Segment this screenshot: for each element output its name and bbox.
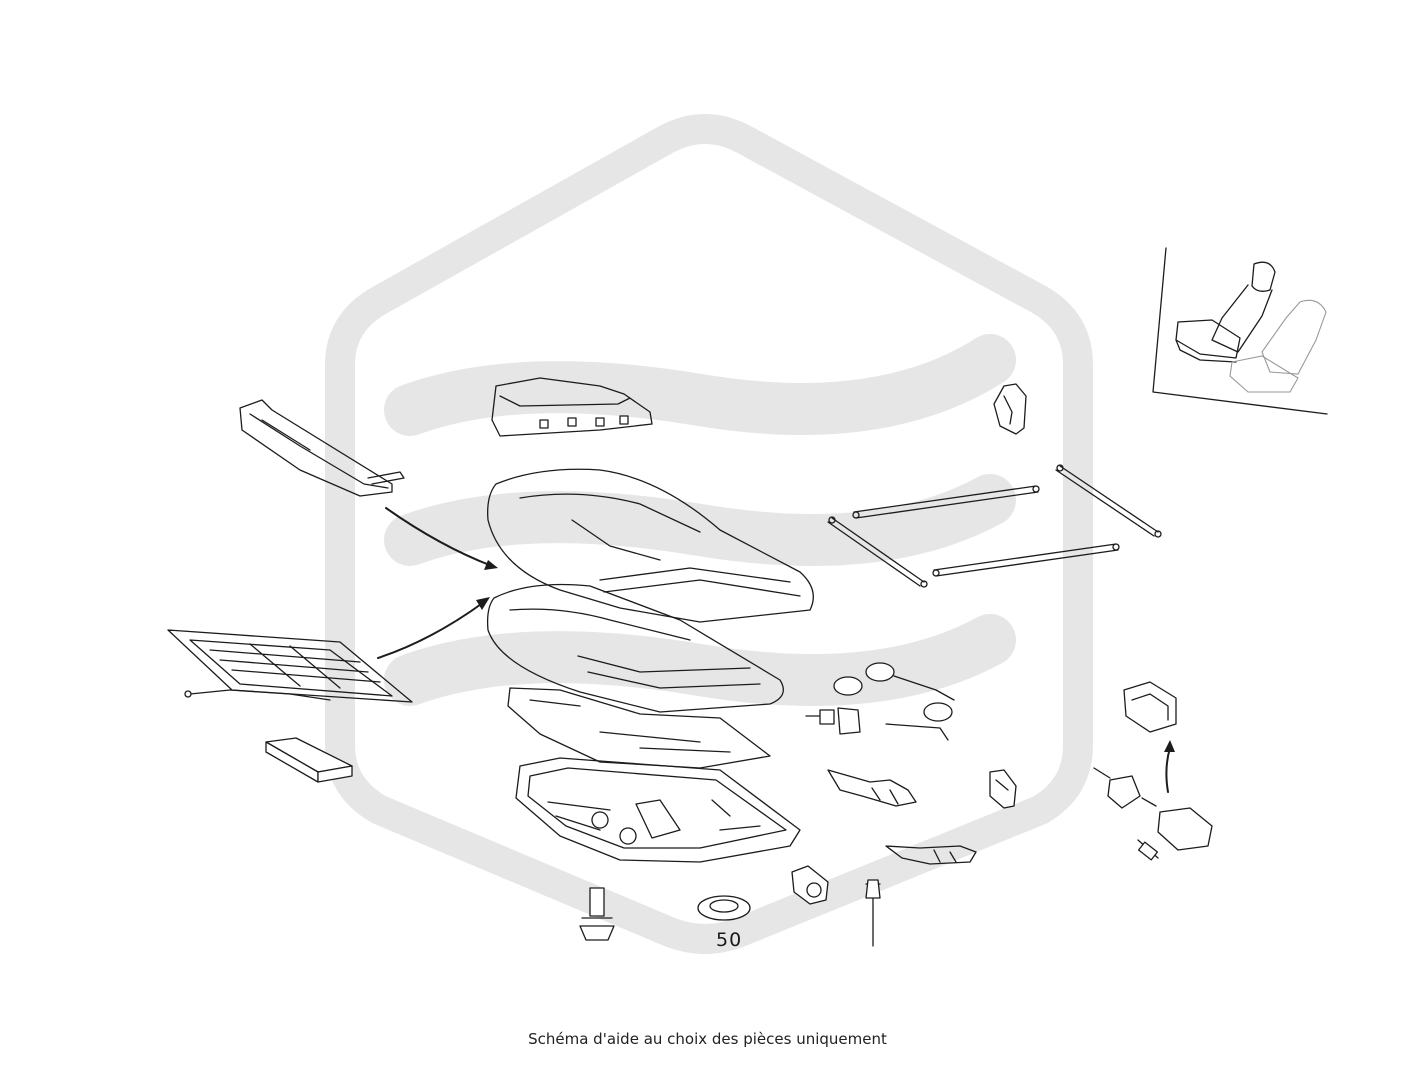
seat-pan-frame-part (515, 757, 801, 863)
grommet-part (697, 895, 751, 921)
cap-part (791, 865, 829, 905)
assembly-arrow (377, 507, 1175, 793)
bushing-part (805, 707, 861, 735)
upper-trim-part (491, 377, 653, 437)
spring-rod-set (827, 464, 1162, 588)
clip-part (993, 383, 1027, 435)
seat-cover-part (487, 468, 814, 623)
pivot-assembly-part (833, 662, 955, 741)
diagram-caption: Schéma d'aide au choix des pièces unique… (528, 1030, 887, 1048)
under-pad-part (507, 687, 771, 769)
part-number-label: 50 (716, 929, 742, 951)
fastener-part (579, 879, 881, 947)
watermark-logo (325, 114, 1093, 954)
bracket-part (827, 769, 977, 865)
seat-foam-part (486, 583, 784, 713)
block-part (265, 737, 353, 783)
heating-mat-part (167, 629, 413, 703)
side-trim-part (239, 399, 405, 497)
seat-overview-thumbnail (1152, 247, 1328, 415)
switch-assembly-part (1093, 681, 1213, 861)
connector-part (989, 769, 1017, 809)
